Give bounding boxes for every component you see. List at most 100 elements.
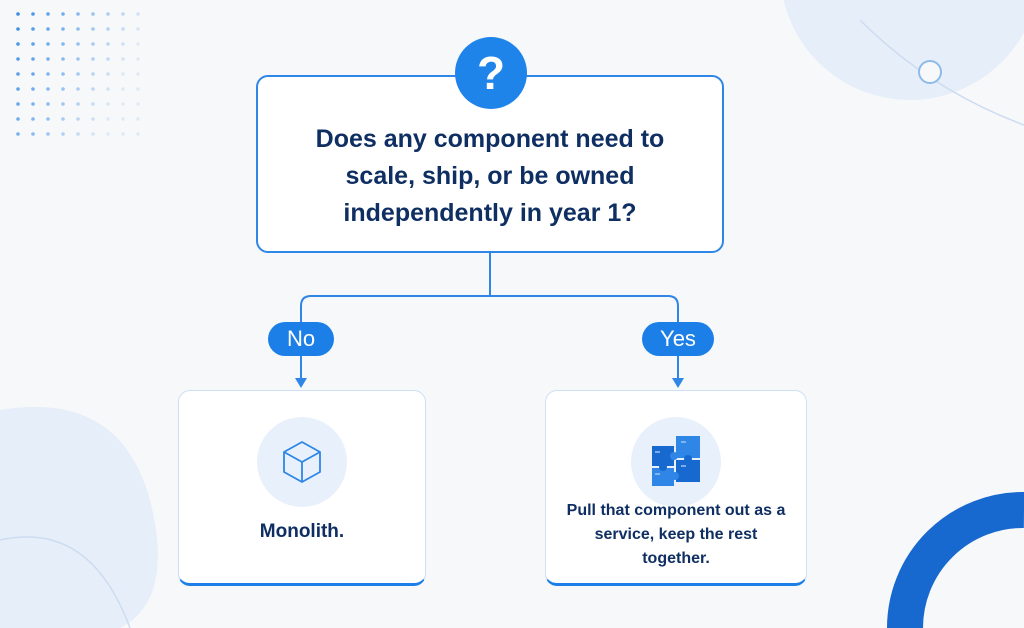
grid-dot [121,42,125,46]
grid-dot [121,117,125,121]
grid-dot [46,117,50,121]
grid-dot [76,87,80,91]
question-mark-icon: ? [455,37,527,109]
grid-dot [46,57,50,61]
grid-dot [76,57,80,61]
grid-dot [46,87,50,91]
grid-dot [16,87,20,91]
no-label: No [268,322,334,356]
grid-dot [46,27,50,31]
grid-dot [31,27,35,31]
grid-dot [16,102,20,106]
dot-grid [16,12,140,136]
grid-dot [91,132,95,136]
grid-dot [61,42,65,46]
grid-dot [91,12,95,16]
grid-dot [16,117,20,121]
grid-dot [91,72,95,76]
top-right-ring [918,60,942,84]
grid-dot [16,27,20,31]
monolith-text: Monolith. [259,521,345,542]
question-text: Does any component need to scale, ship, … [315,125,665,227]
grid-dot [46,72,50,76]
puzzle-icon [631,417,721,507]
grid-dot [31,132,35,136]
monolith-card: Monolith. [178,390,426,586]
yes-label: Yes [642,322,714,356]
grid-dot [61,72,65,76]
grid-dot [106,12,110,16]
grid-dot [121,132,125,136]
grid-dot [106,132,110,136]
top-right-blob [783,0,1024,100]
grid-dot [31,57,35,61]
connector-lines [300,253,679,380]
grid-dot [91,42,95,46]
grid-dot [16,12,20,16]
grid-dot [76,117,80,121]
arrow-head-yes [672,378,684,388]
grid-dot [106,27,110,31]
grid-dot [61,12,65,16]
grid-dot [31,12,35,16]
grid-dot [76,132,80,136]
grid-dot [16,132,20,136]
grid-dot [121,27,125,31]
grid-dot [31,72,35,76]
grid-dot [136,57,140,61]
grid-dot [106,87,110,91]
grid-dot [61,27,65,31]
cube-icon [257,417,347,507]
grid-dot [91,27,95,31]
bottom-left-blob [0,406,158,628]
grid-dot [46,12,50,16]
grid-dot [76,72,80,76]
grid-dot [16,72,20,76]
grid-dot [106,102,110,106]
grid-dot [76,27,80,31]
grid-dot [46,132,50,136]
grid-dot [106,42,110,46]
grid-dot [121,57,125,61]
grid-dot [16,42,20,46]
grid-dot [121,72,125,76]
grid-dot [31,102,35,106]
grid-dot [136,87,140,91]
grid-dot [136,132,140,136]
grid-dot [91,57,95,61]
grid-dot [136,117,140,121]
grid-dot [136,27,140,31]
grid-dot [106,72,110,76]
grid-dot [31,87,35,91]
grid-dot [31,117,35,121]
question-badge-text: ? [476,47,506,99]
grid-dot [61,87,65,91]
grid-dot [106,57,110,61]
grid-dot [136,102,140,106]
grid-dot [76,42,80,46]
grid-dot [121,12,125,16]
grid-dot [106,117,110,121]
grid-dot [76,102,80,106]
grid-dot [121,87,125,91]
grid-dot [31,42,35,46]
grid-dot [136,12,140,16]
grid-dot [61,57,65,61]
grid-dot [136,72,140,76]
grid-dot [16,57,20,61]
grid-dot [61,132,65,136]
grid-dot [91,87,95,91]
grid-dot [46,102,50,106]
grid-dot [121,102,125,106]
grid-dot [91,102,95,106]
service-card: Pull that component out as a service, ke… [545,390,807,586]
grid-dot [46,42,50,46]
grid-dot [61,117,65,121]
grid-dot [136,42,140,46]
grid-dot [76,12,80,16]
service-text: Pull that component out as a service, ke… [566,502,786,567]
bottom-left-curve [0,536,131,628]
grid-dot [91,117,95,121]
grid-dot [61,102,65,106]
